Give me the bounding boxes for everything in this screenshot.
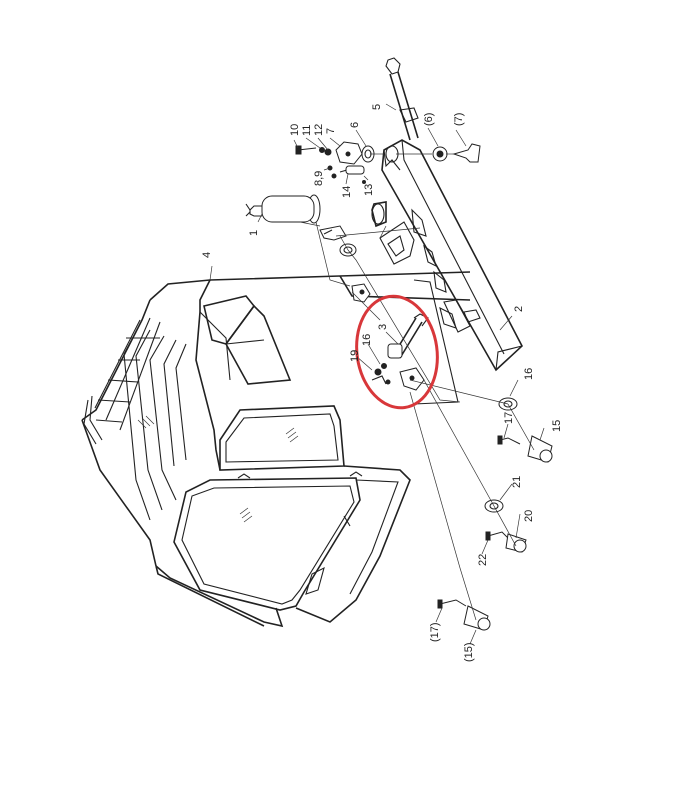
callout-16-lower: 16: [361, 334, 373, 346]
callout-6: 6: [349, 122, 361, 128]
highlight-circle: [355, 294, 439, 410]
callout-1: 1: [248, 230, 260, 236]
callout-19: 19: [349, 350, 361, 362]
hardware-parts: [295, 141, 553, 631]
callout-16-upper: 16: [523, 368, 535, 380]
callout-15: 15: [551, 420, 563, 432]
callout-15-paren: (15): [463, 642, 475, 662]
callout-4: 4: [201, 252, 213, 258]
callout-13: 13: [363, 184, 375, 196]
callout-10: 10: [289, 124, 301, 136]
callout-7-paren: (7): [453, 113, 465, 126]
callout-7: 7: [325, 128, 337, 134]
callout-2: 2: [513, 306, 525, 312]
callout-3: 3: [377, 324, 389, 330]
callout-labels: 1 2 3 4 5 6 (6) (7) 7 10 11 12 8,9 13 14…: [201, 104, 563, 662]
callout-17: 17: [503, 412, 515, 424]
callout-6-paren: (6): [423, 113, 435, 126]
leader-lines: [209, 103, 545, 645]
callout-17-paren: (17): [429, 622, 441, 642]
cab-assembly: [81, 271, 471, 628]
lift-frame-assembly: [245, 57, 523, 372]
callout-8-9: 8,9: [313, 171, 325, 186]
callout-12: 12: [313, 124, 325, 136]
callout-11: 11: [301, 125, 313, 136]
callout-22: 22: [477, 554, 489, 566]
callout-21: 21: [511, 476, 523, 488]
callout-5: 5: [371, 104, 383, 110]
callout-20: 20: [523, 510, 535, 522]
callout-14: 14: [341, 186, 353, 198]
